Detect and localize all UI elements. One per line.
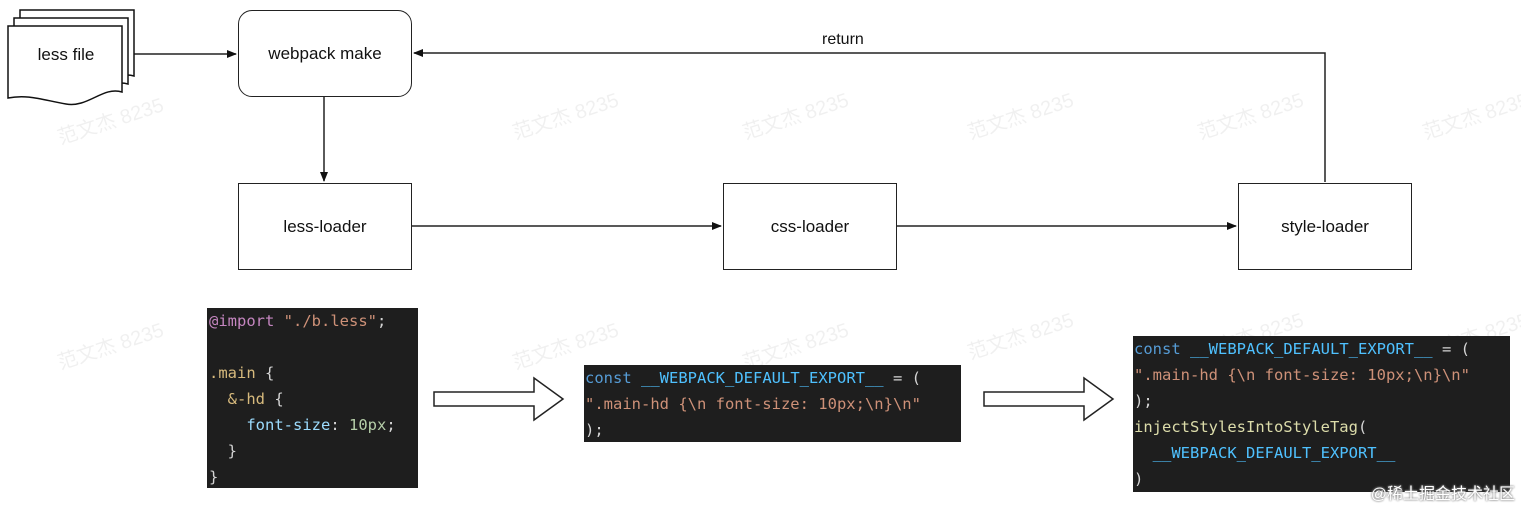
code-token [209,390,228,408]
code-token: font-size [246,416,331,434]
code-token: ) [1134,470,1144,488]
node-style-loader: style-loader [1238,183,1412,270]
code-token [1181,340,1190,358]
code-token: { [265,390,284,408]
node-less-file-label: less file [10,30,122,80]
node-less-file-text: less file [37,45,95,64]
code-token: __WEBPACK_DEFAULT_EXPORT__ [1152,444,1396,462]
code-token: ; [386,416,396,434]
code-line: ); [1134,388,1510,414]
code-line [209,334,418,360]
code-line: ) [1134,466,1510,492]
code-token: ; [377,312,387,330]
code-token: const [585,369,632,387]
code-token: injectStylesIntoStyleTag [1134,418,1358,436]
code-line: .main { [209,360,418,386]
code-token: __WEBPACK_DEFAULT_EXPORT__ [1190,340,1433,358]
code-token: 10px [349,416,387,434]
code-token: } [209,442,237,460]
code-token: "./b.less" [283,312,377,330]
code-line: } [209,438,418,464]
node-webpack-make: webpack make [238,10,412,97]
code-panel-css-output: const __WEBPACK_DEFAULT_EXPORT__ = ( ".ma… [584,365,961,442]
code-token: : [330,416,349,434]
node-less-loader: less-loader [238,183,412,270]
code-token [632,369,641,387]
edge-return [413,49,1326,182]
code-token: .main [209,364,256,382]
code-line: ".main-hd {\n font-size: 10px;\n}\n" [585,391,961,417]
code-line: ".main-hd {\n font-size: 10px;\n}\n" [1134,362,1510,388]
code-panel-style-output: const __WEBPACK_DEFAULT_EXPORT__ = ( ".ma… [1133,336,1510,492]
node-webpack-make-text: webpack make [268,43,382,63]
code-token [274,312,283,330]
code-token: } [209,468,219,486]
code-token: = ( [1432,340,1470,358]
code-line: __WEBPACK_DEFAULT_EXPORT__ [1134,440,1510,466]
code-token: = ( [883,369,921,387]
transform-arrow-1 [433,376,565,422]
code-token: __WEBPACK_DEFAULT_EXPORT__ [641,369,884,387]
code-line: font-size: 10px; [209,412,418,438]
credit-watermark: @稀土掘金技术社区 [1370,486,1515,503]
code-token: { [255,364,275,382]
edge-return-label: return [822,31,864,48]
code-token: &-hd [227,390,265,408]
code-token: ); [585,421,604,439]
code-line: const __WEBPACK_DEFAULT_EXPORT__ = ( [1134,336,1510,362]
code-token: ".main-hd {\n font-size: 10px;\n}\n" [585,395,921,413]
code-line: @import "./b.less"; [209,308,418,334]
code-token: @import [209,312,275,330]
code-token: ( [1357,418,1368,436]
code-line: } [209,464,418,488]
document-stack-icon [7,9,135,106]
code-token: ".main-hd {\n font-size: 10px;\n}\n" [1134,366,1470,384]
code-panel-less-source: @import "./b.less"; .main { &-hd { font-… [207,308,418,488]
code-token [209,416,246,434]
code-token [1134,444,1153,462]
code-line: ); [585,417,961,442]
code-line: injectStylesIntoStyleTag( [1134,414,1510,440]
transform-arrow-2 [983,376,1115,422]
code-token: const [1134,340,1181,358]
node-css-loader: css-loader [723,183,897,270]
code-line: &-hd { [209,386,418,412]
code-token: ); [1134,392,1153,410]
code-line: const __WEBPACK_DEFAULT_EXPORT__ = ( [585,365,961,391]
node-less-loader-text: less-loader [283,216,367,236]
node-style-loader-text: style-loader [1281,216,1369,236]
node-css-loader-text: css-loader [770,216,850,236]
